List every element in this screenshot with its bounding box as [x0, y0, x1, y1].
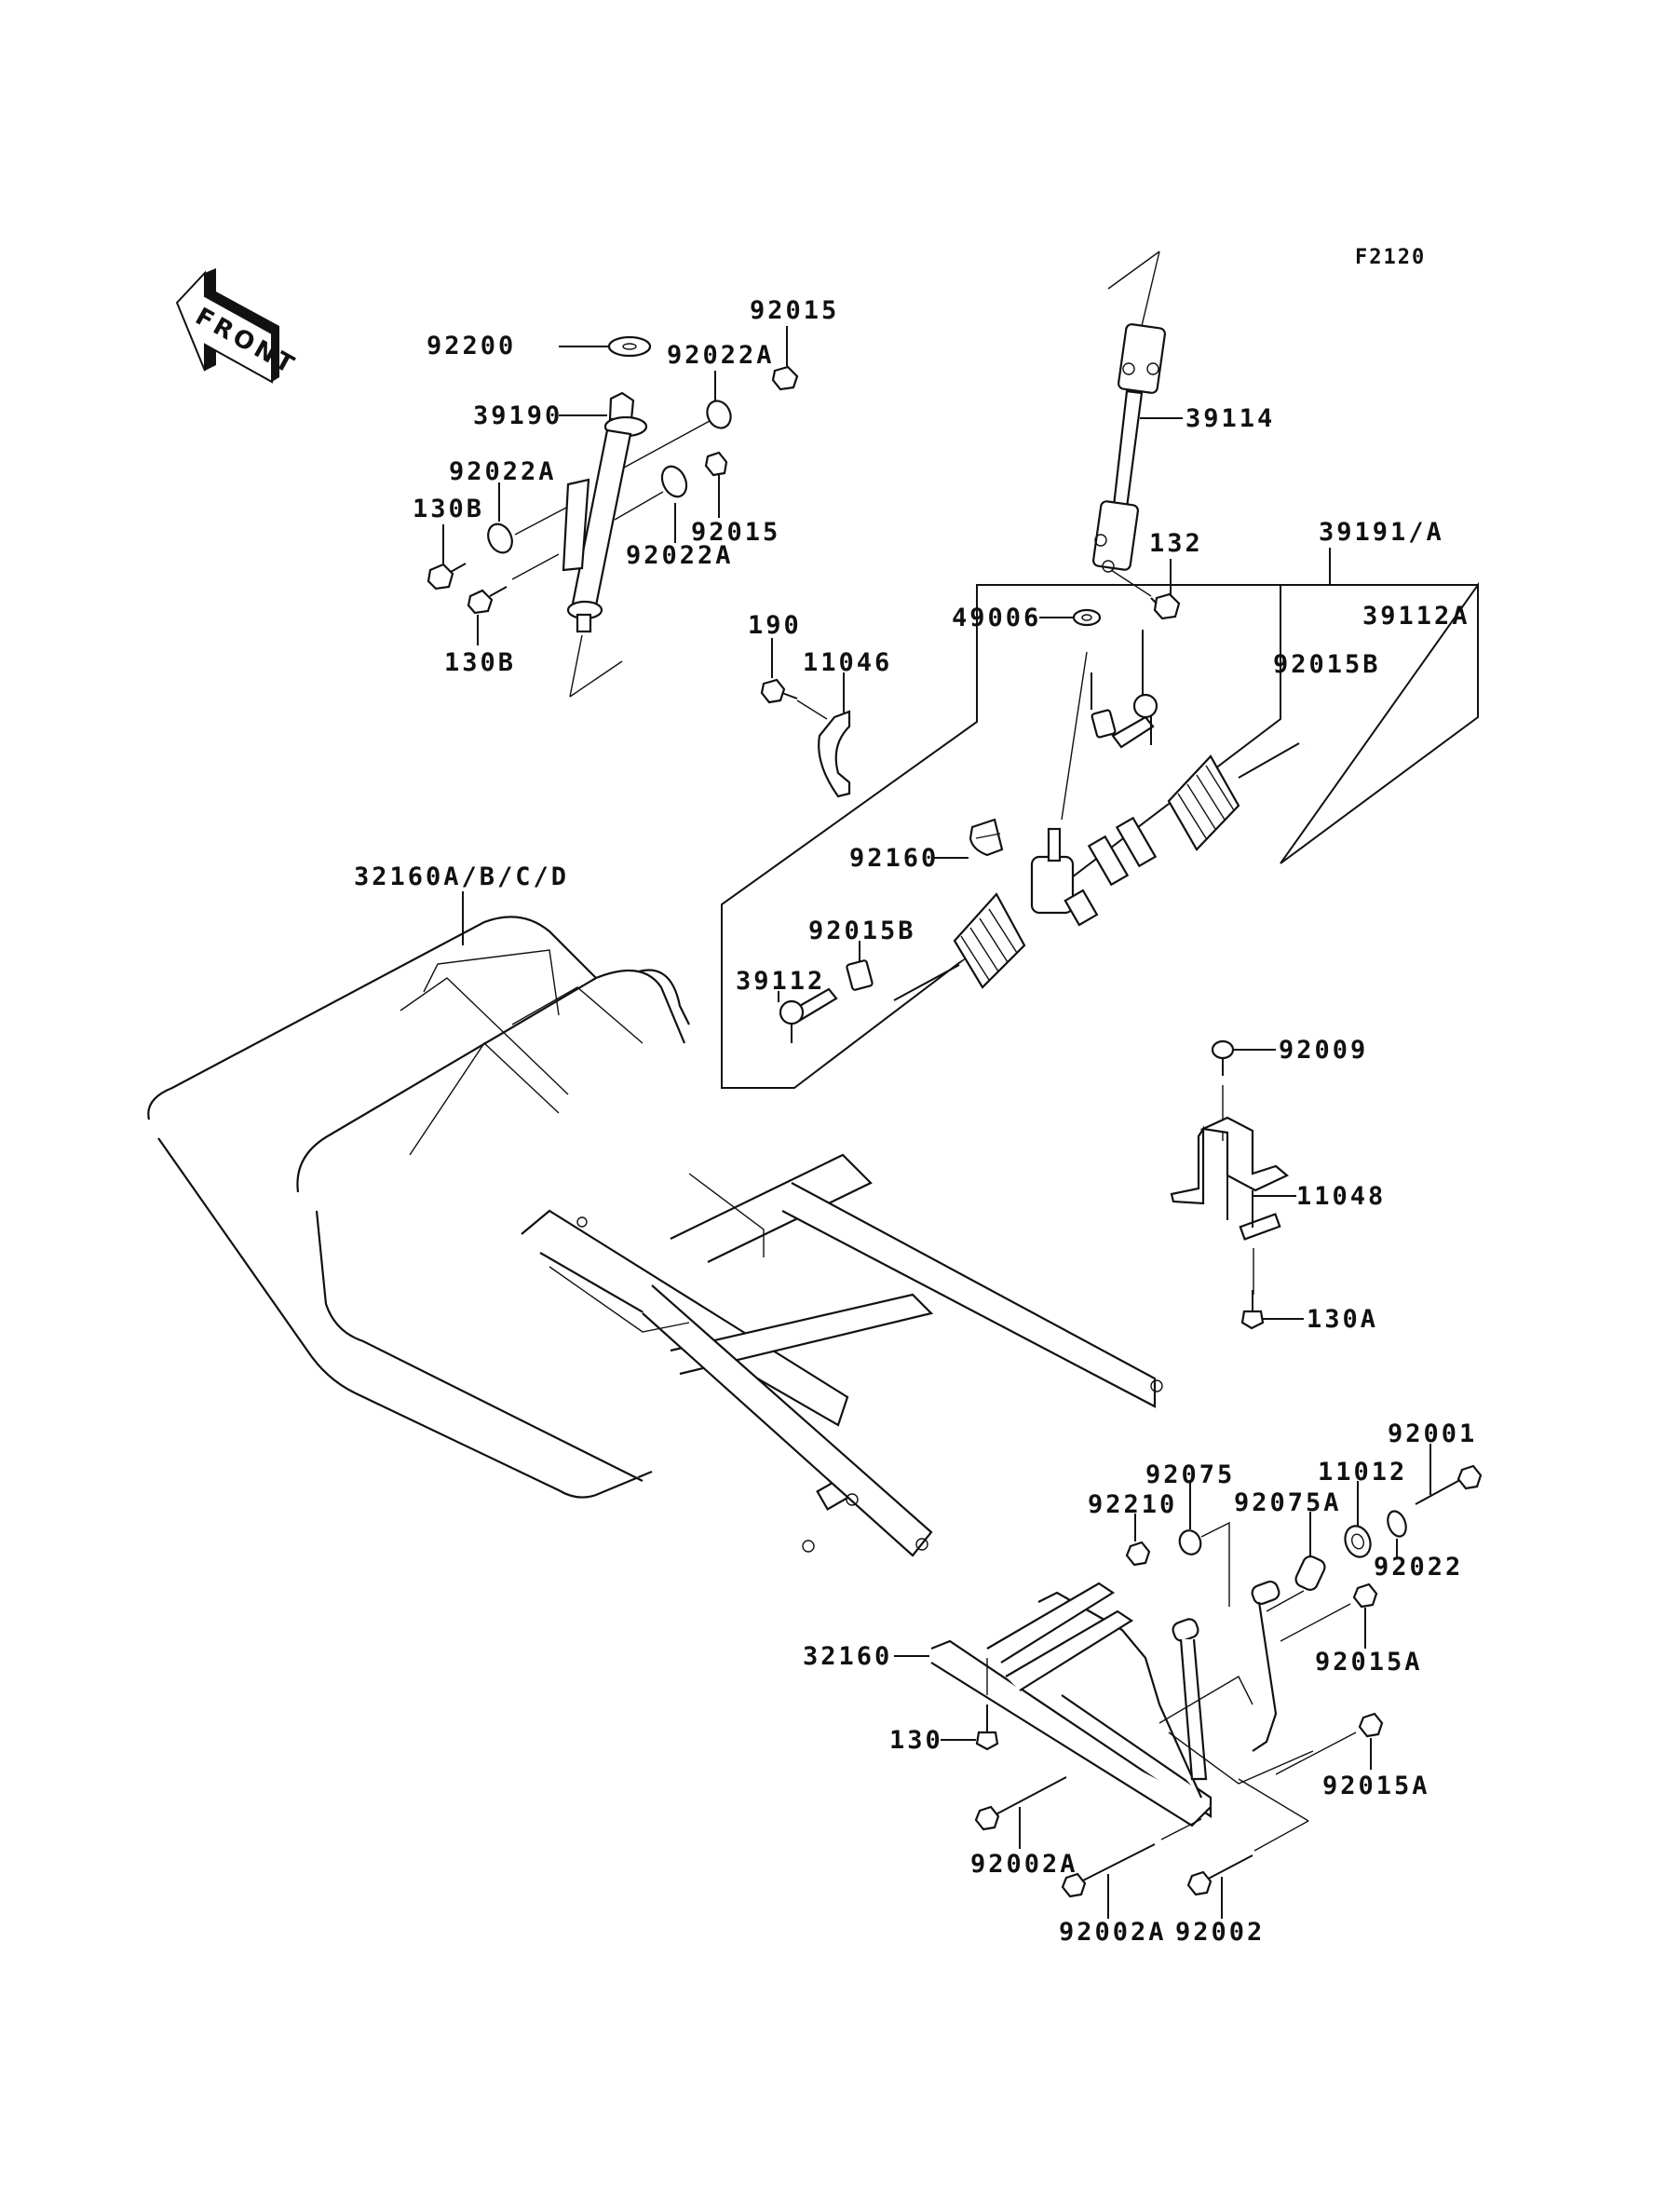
- callout-130B-top: 130B: [413, 495, 484, 523]
- nut-92015-mid[interactable]: [704, 451, 728, 477]
- intermediate-shaft-39114[interactable]: [1092, 323, 1166, 573]
- assembly-39191A-boundary: [721, 584, 1281, 1089]
- callout-92015A-top: 92015A: [1315, 1648, 1423, 1677]
- nut-92015B-right[interactable]: [1091, 709, 1117, 739]
- callout-32160ABCD: 32160A/B/C/D: [354, 862, 569, 891]
- main-frame-32160ABCD[interactable]: [147, 916, 1163, 1557]
- steering-column-39190[interactable]: [562, 391, 648, 633]
- callout-92022A-top: 92022A: [667, 341, 775, 370]
- callout-130B-bottom: 130B: [444, 648, 516, 677]
- callout-92015-mid: 92015: [691, 518, 780, 547]
- bolt-92002A-mid[interactable]: [1061, 1843, 1156, 1898]
- callout-39190: 39190: [473, 401, 562, 430]
- callout-130: 130: [889, 1726, 943, 1755]
- callout-92009: 92009: [1279, 1036, 1368, 1065]
- washer-92022A-mid[interactable]: [657, 463, 691, 501]
- callout-92002: 92002: [1175, 1918, 1265, 1947]
- callout-39114: 39114: [1185, 404, 1275, 433]
- callout-92022: 92022: [1374, 1553, 1463, 1582]
- washer-92022A-left[interactable]: [483, 520, 516, 556]
- bracket-group: 92009 11048 130A: [1170, 1036, 1386, 1334]
- steering-rack-39191[interactable]: [893, 740, 1307, 1001]
- callout-92015B-right: 92015B: [1273, 650, 1381, 679]
- callout-92075: 92075: [1145, 1460, 1235, 1489]
- callout-92015-top: 92015: [750, 296, 839, 325]
- callout-39112A: 39112A: [1362, 602, 1470, 631]
- callout-32160: 32160: [803, 1642, 892, 1671]
- tie-rod-end-39112[interactable]: [779, 987, 838, 1043]
- collar-92075[interactable]: [1176, 1528, 1204, 1557]
- seal-49006[interactable]: [1072, 608, 1102, 627]
- bushing-92160[interactable]: [969, 818, 1004, 857]
- nut-92015A-top[interactable]: [1352, 1582, 1378, 1609]
- callout-92075A: 92075A: [1234, 1488, 1342, 1517]
- callout-132: 132: [1149, 529, 1203, 558]
- callout-92022A-mid: 92022A: [626, 541, 734, 570]
- callout-11048: 11048: [1296, 1182, 1386, 1211]
- bolt-130B-top[interactable]: [427, 563, 467, 591]
- collar-92075A[interactable]: [1294, 1555, 1327, 1593]
- callout-92015A-bottom: 92015A: [1322, 1772, 1430, 1800]
- bolt-130A[interactable]: [1240, 1290, 1265, 1330]
- bearing-11012[interactable]: [1341, 1523, 1375, 1561]
- bolt-130[interactable]: [975, 1704, 999, 1751]
- subframe-group: 32160 130 92210 92075 92075A 11012: [803, 1419, 1483, 1947]
- callout-92200: 92200: [427, 332, 516, 360]
- callout-11046: 11046: [803, 648, 892, 677]
- bracket-11048[interactable]: [1170, 1116, 1290, 1241]
- front-arrow-icon: FRONT: [175, 268, 302, 384]
- nut-92015-top[interactable]: [771, 365, 799, 391]
- bolt-190[interactable]: [760, 678, 798, 704]
- callout-92022A-left: 92022A: [449, 457, 557, 486]
- callout-92002A-left: 92002A: [970, 1850, 1078, 1879]
- callout-92002A-mid: 92002A: [1059, 1918, 1167, 1947]
- steering-gear-assembly-group: 39191/A 49006: [721, 518, 1479, 1089]
- clamp-group: 190 11046: [748, 611, 892, 798]
- tie-rod-end-39112A[interactable]: [1111, 693, 1158, 749]
- bolt-92002A-left[interactable]: [974, 1776, 1067, 1831]
- bolt-132[interactable]: [1150, 592, 1181, 620]
- steering-shaft-group: 39114 132: [1092, 251, 1275, 620]
- callout-130A: 130A: [1307, 1305, 1378, 1334]
- nut-92210[interactable]: [1125, 1541, 1151, 1567]
- callout-92001: 92001: [1388, 1419, 1477, 1448]
- callout-92015B-left: 92015B: [808, 917, 916, 945]
- callout-92160: 92160: [849, 844, 939, 873]
- callout-39112: 39112: [736, 967, 825, 996]
- washer-92200[interactable]: [607, 335, 652, 358]
- callout-190: 190: [748, 611, 802, 640]
- clamp-11046[interactable]: [818, 710, 851, 798]
- callout-92210: 92210: [1088, 1490, 1177, 1519]
- nut-92015B-left[interactable]: [846, 959, 874, 991]
- bolt-92002[interactable]: [1186, 1854, 1253, 1896]
- figure-code: F2120: [1355, 246, 1426, 269]
- nut-92015A-bottom[interactable]: [1358, 1712, 1384, 1738]
- callout-49006: 49006: [952, 604, 1041, 632]
- subframe-32160[interactable]: [930, 1580, 1314, 1827]
- screw-92009[interactable]: [1211, 1039, 1235, 1076]
- callout-39191A: 39191/A: [1319, 518, 1444, 547]
- washer-92022[interactable]: [1385, 1509, 1409, 1539]
- bolt-92001[interactable]: [1415, 1464, 1483, 1505]
- steering-column-group: 92200 92015 92022A 39190 92022A: [413, 296, 839, 698]
- callout-11012: 11012: [1318, 1458, 1407, 1487]
- washer-92022A-top[interactable]: [703, 397, 735, 431]
- bolt-130B-bottom[interactable]: [467, 586, 508, 615]
